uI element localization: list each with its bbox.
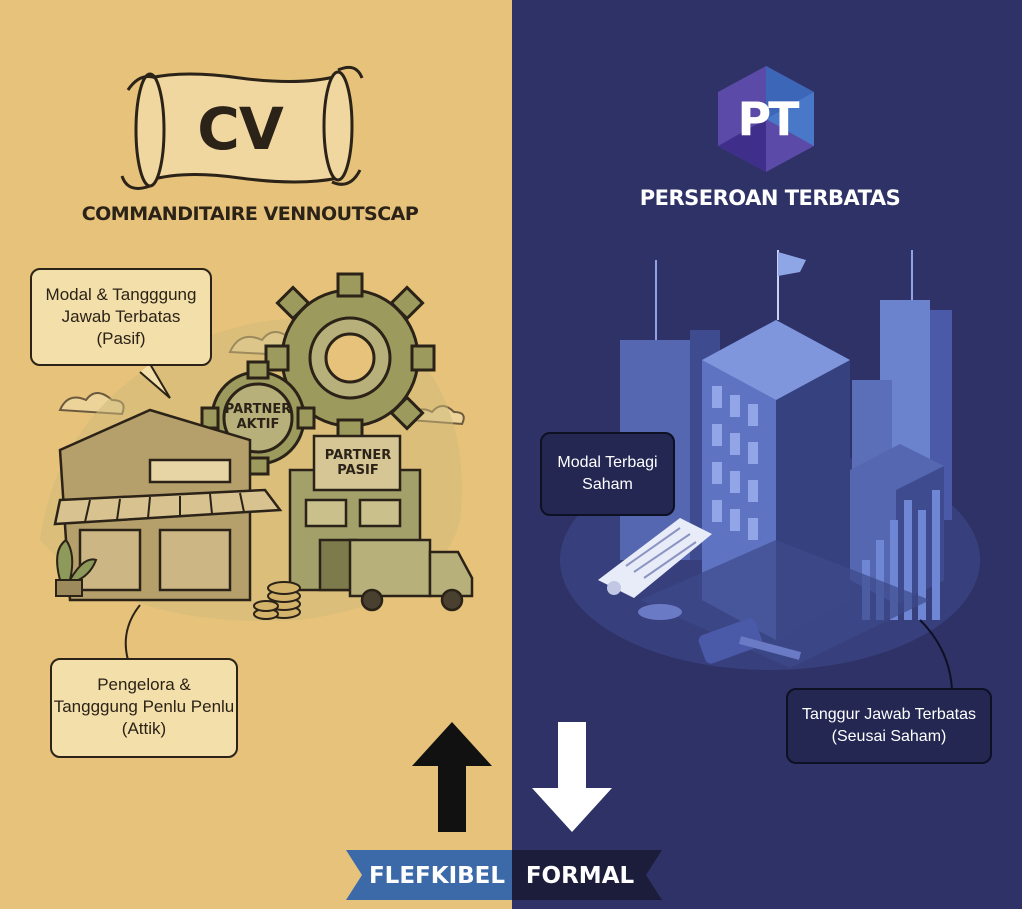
- coin-stack-icon: [253, 581, 301, 620]
- pt-subtitle: PERSEROAN TERBATAS: [639, 186, 901, 210]
- callout-modal-terbagi-saham: Modal Terbagi Saham: [540, 432, 675, 516]
- gear-small-icon: [200, 360, 316, 476]
- arrow-down-icon: [532, 722, 612, 832]
- ribbon-banner: [346, 850, 662, 900]
- plant-icon: [55, 538, 98, 597]
- sign-label-partner-pasif: PARTNER PASIF: [324, 448, 392, 478]
- callout-pointer: [139, 363, 171, 399]
- callout-pengelola: Pengelora & Tangggung Penlu Penlu (Attik…: [50, 658, 238, 758]
- cv-subtitle: COMMANDITAIRE VENNOUTSCAP: [81, 203, 419, 225]
- arrow-up-icon: [412, 722, 492, 832]
- callout-pointer: [919, 619, 953, 691]
- callout-pointer: [124, 604, 141, 661]
- callout-modal-tanggung-jawab: Modal & Tangggung Jawab Terbatas (Pasif): [30, 268, 212, 366]
- certificate-icon: [598, 518, 712, 598]
- flag-icon: [778, 252, 806, 276]
- scroll-banner-icon: [120, 65, 364, 190]
- ribbon-label-fleksibel: FLEFKIBEL: [368, 863, 506, 889]
- market-stall-icon: [53, 408, 283, 602]
- gear-label-partner-aktif: PARTNER AKTIF: [224, 402, 292, 432]
- cv-logo-text: CV: [197, 95, 283, 163]
- shop-building-icon: [288, 434, 422, 592]
- plaza: [640, 540, 930, 668]
- pt-logo-text: PT: [737, 92, 799, 146]
- callout-tanggung-jawab-terbatas: Tanggur Jawab Terbatas (Seusai Saham): [786, 688, 992, 764]
- gavel-icon: [638, 604, 802, 664]
- delivery-truck-icon: [348, 538, 474, 612]
- pt-logo-icon: [718, 66, 814, 172]
- ribbon-label-formal: FORMAL: [525, 863, 635, 889]
